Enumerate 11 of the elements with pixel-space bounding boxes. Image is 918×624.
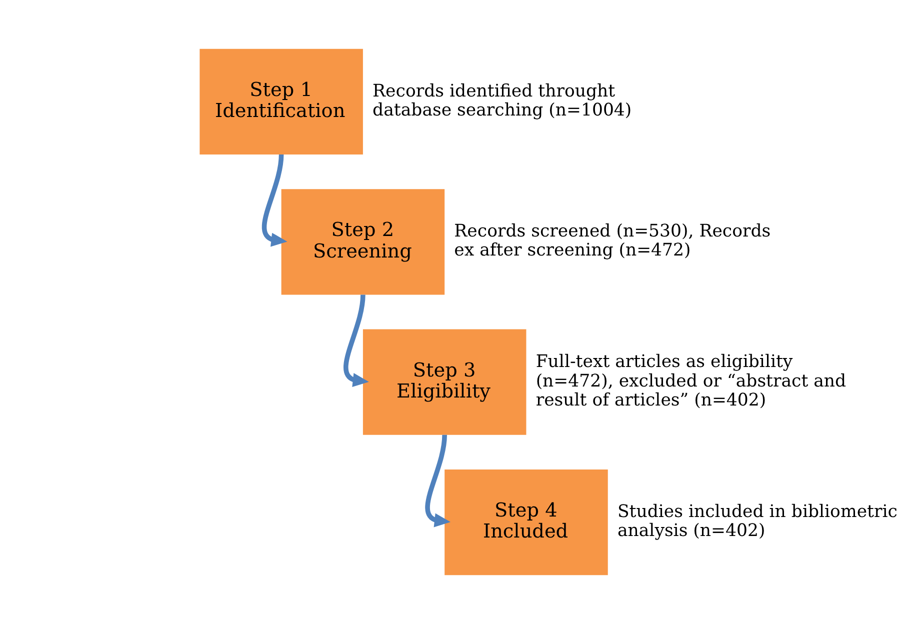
arrow xyxy=(425,434,451,528)
node-label: Full-text articles as eligibility (n=472), excluded or “abstract and result of articles” (n=402) xyxy=(536,352,846,411)
arrow xyxy=(262,154,288,247)
node-label: Records screened (n=530), Records ex after screening (n=472) xyxy=(454,222,771,261)
node-box: Step 1 Identification xyxy=(200,48,363,154)
node-label: Studies included in bibliometric analysis (n=402) xyxy=(617,502,898,542)
node-label: Records identified throught database searching (n=1004) xyxy=(372,81,632,120)
node-box: Step 4 Included xyxy=(444,470,608,576)
node-box: Step 3 Eligibility xyxy=(362,329,526,435)
arrow xyxy=(344,294,369,388)
node-box: Step 2 Screening xyxy=(281,189,445,295)
